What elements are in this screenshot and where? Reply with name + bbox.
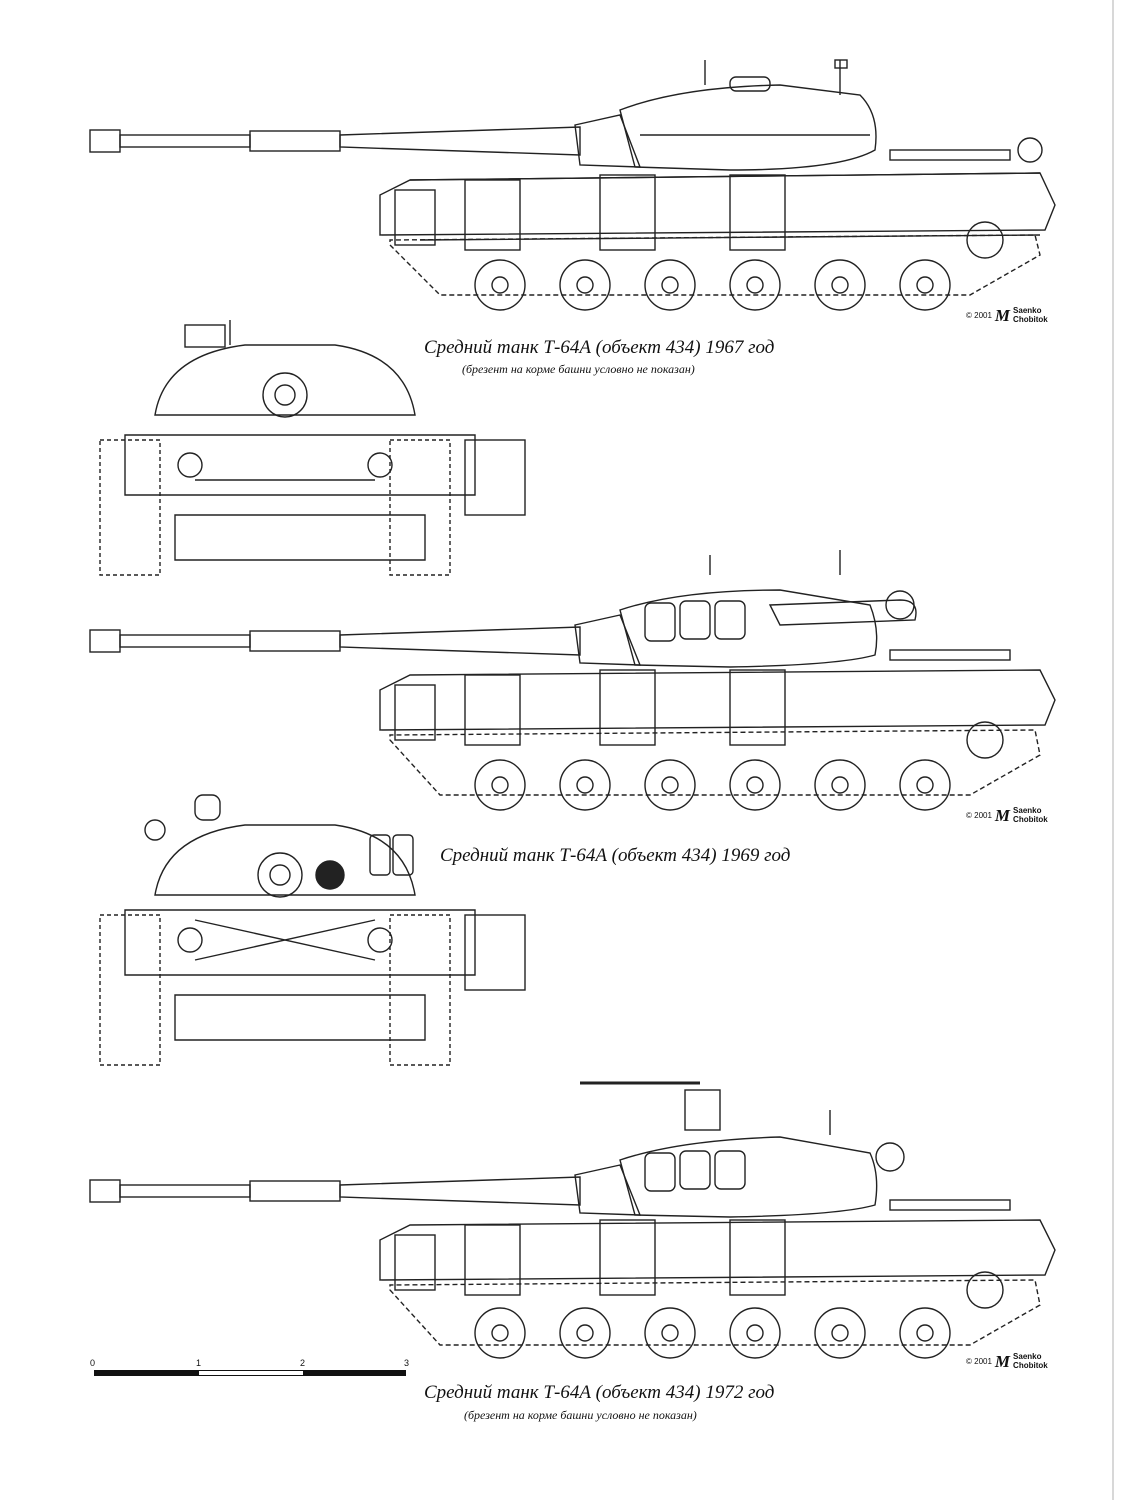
scale-bar-body [94, 1370, 406, 1376]
hull-front [124, 434, 476, 496]
page-edge [1112, 0, 1114, 1500]
side-view-1972 [89, 1081, 1056, 1359]
gun-muzzle-front [274, 384, 296, 406]
stowage-box [729, 174, 786, 251]
fume-extractor [249, 130, 341, 152]
mantlet [574, 114, 642, 168]
caption-tank-1969: Средний танк Т-64А (объект 434) 1969 год [440, 845, 791, 866]
caption-note-1967: (брезент на корме башни условно не показ… [462, 362, 695, 376]
scale-tick-2: 2 [300, 1358, 306, 1368]
stowage-box [599, 174, 656, 251]
caption-tank-1967: Средний танк Т-64А (объект 434) 1967 год [424, 337, 775, 358]
drive-sprocket [966, 221, 1004, 259]
stowage-box [464, 179, 521, 251]
caption-note-1972: (брезент на корме башни условно не показ… [464, 1408, 697, 1422]
turret [619, 84, 877, 171]
fuel-tank [394, 189, 436, 246]
muzzle [89, 129, 121, 153]
turret-front [154, 344, 416, 416]
scale-bar: 0 1 2 3 [90, 1358, 410, 1388]
side-armor-boxes [644, 600, 746, 642]
side-view-1967 [89, 59, 1056, 311]
caption-tank-1972: Средний танк Т-64А (объект 434) 1972 год [424, 1382, 775, 1403]
author-logo: M [994, 305, 1011, 325]
tarpaulin [768, 599, 917, 626]
hull [379, 172, 1056, 236]
scale-tick-0: 0 [90, 1358, 96, 1368]
searchlight [315, 860, 345, 890]
rear-drum [1017, 137, 1043, 163]
road-wheels [474, 259, 951, 311]
front-view-1969 [99, 794, 526, 1066]
left-track [99, 439, 161, 576]
scale-tick-1: 1 [196, 1358, 202, 1368]
front-view-1967 [99, 320, 526, 576]
side-box [464, 439, 526, 516]
right-track [389, 439, 451, 576]
side-view-1969 [89, 550, 1056, 811]
track [389, 234, 1041, 296]
scale-tick-3: 3 [404, 1358, 410, 1368]
